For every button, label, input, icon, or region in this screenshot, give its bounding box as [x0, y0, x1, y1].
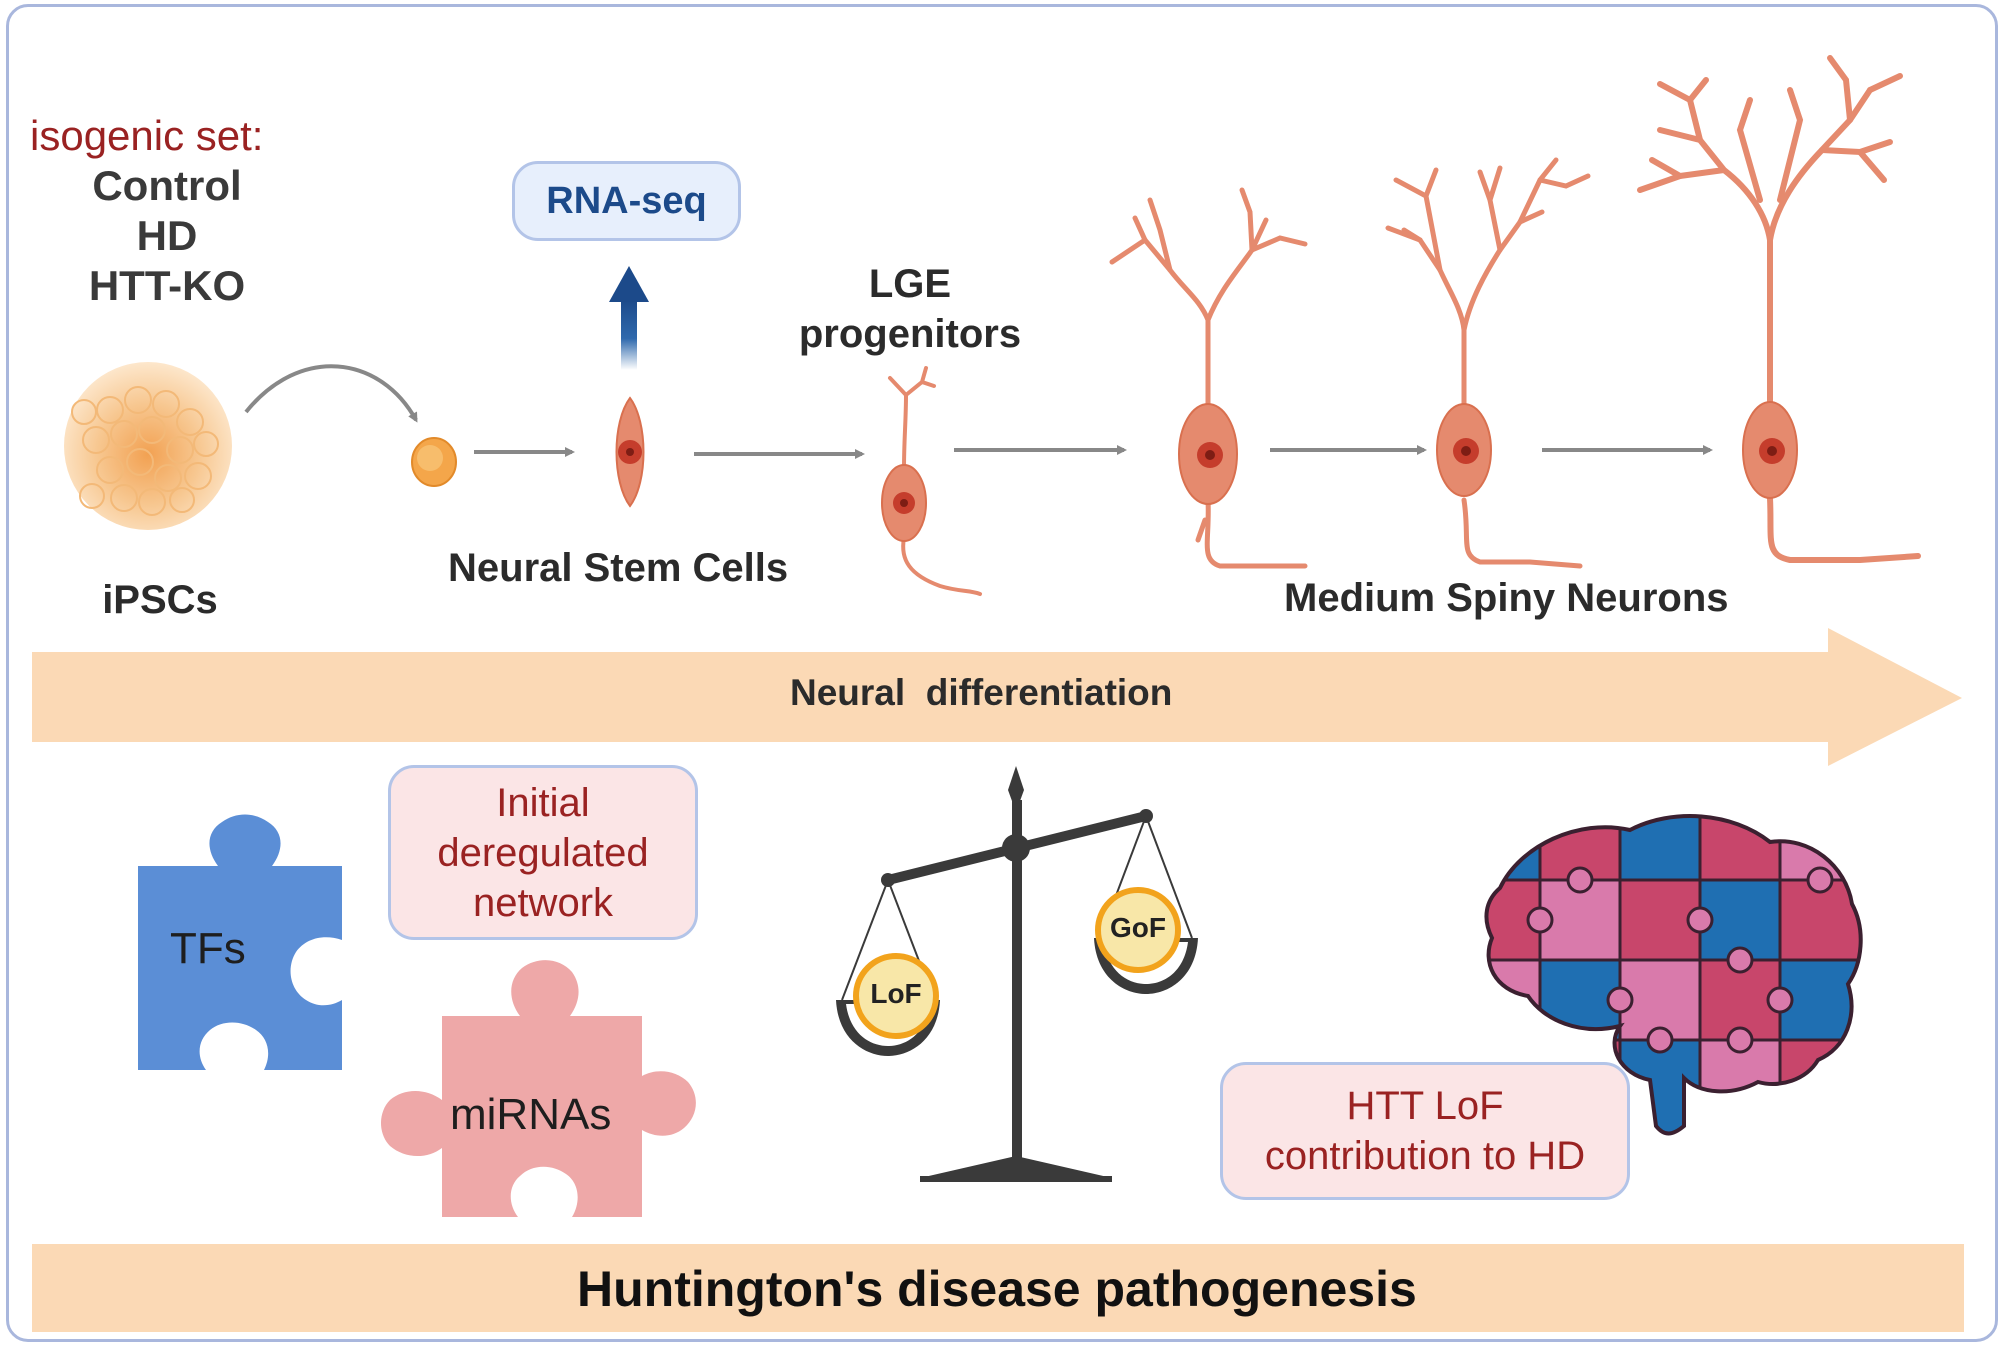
- balance-scale-icon: [836, 766, 1198, 1182]
- single-cell-icon: [411, 437, 457, 487]
- neural-stem-cell-icon: [615, 396, 645, 508]
- medium-spiny-neurons-label: Medium Spiny Neurons: [1284, 576, 1729, 620]
- initial-network-box: Initial deregulated network: [388, 765, 698, 940]
- ipscs-label: iPSCs: [102, 578, 218, 622]
- isogenic-item-htt-ko: HTT-KO: [88, 262, 246, 309]
- figure-frame: [6, 4, 1998, 1342]
- medium-spiny-neuron-icon-3: [1637, 55, 1921, 563]
- differentiation-arrow: [32, 628, 1962, 766]
- lof-coin: [853, 953, 939, 1039]
- htt-lof-line-2: contribution to HD: [1264, 1134, 1586, 1178]
- neural-stem-cells-label: Neural Stem Cells: [448, 546, 789, 590]
- gof-label: GoF: [1110, 912, 1166, 943]
- medium-spiny-neuron-icon-1: [1109, 187, 1308, 569]
- curved-arrow: [244, 364, 418, 423]
- rna-seq-box: RNA-seq: [512, 161, 741, 241]
- ipsc-colony-icon: [64, 362, 232, 530]
- pathogenesis-label: Huntington's disease pathogenesis: [577, 1261, 1417, 1317]
- initial-network-line-3: network: [472, 880, 614, 925]
- isogenic-item-control: Control: [92, 162, 242, 209]
- gof-coin: [1095, 887, 1181, 973]
- tfs-puzzle-piece: [138, 814, 342, 1070]
- progenitors-label: progenitors: [798, 312, 1022, 356]
- lof-label: LoF: [870, 978, 922, 1009]
- htt-lof-line-1: HTT LoF: [1346, 1084, 1504, 1128]
- initial-network-line-2: deregulated: [437, 830, 649, 875]
- lge-label: LGE: [868, 262, 952, 306]
- mirnas-label: miRNAs: [450, 1090, 612, 1139]
- medium-spiny-neuron-icon-2: [1385, 157, 1591, 569]
- initial-network-line-1: Initial: [496, 780, 590, 825]
- isogenic-set-title: isogenic set:: [30, 112, 264, 159]
- lge-progenitor-icon: [881, 366, 982, 596]
- mirnas-puzzle-piece: [381, 960, 696, 1217]
- up-arrow-icon: [609, 266, 649, 370]
- pathogenesis-band: [32, 1244, 1964, 1332]
- htt-lof-box: HTT LoF contribution to HD: [1220, 1062, 1630, 1200]
- tfs-label: TFs: [170, 924, 246, 973]
- neural-differentiation-label: Neural differentiation: [790, 672, 1173, 713]
- isogenic-item-hd: HD: [136, 212, 198, 259]
